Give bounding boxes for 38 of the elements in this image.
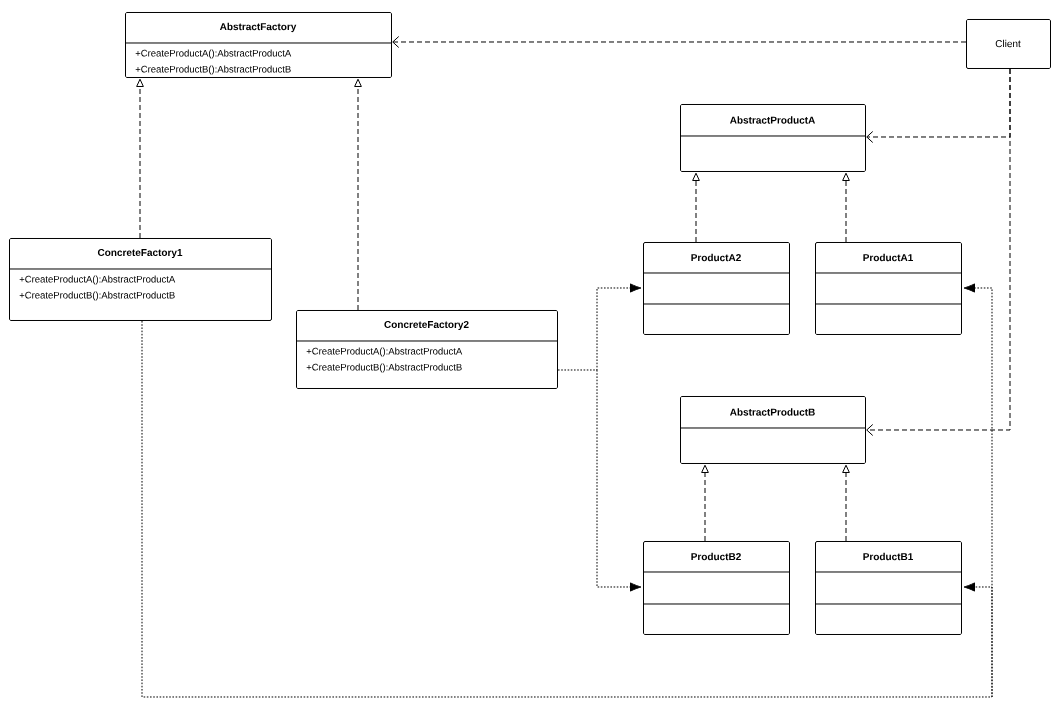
class-name: Client (995, 39, 1021, 48)
class-name: ConcreteFactory2 (384, 320, 469, 330)
class-name: ProductB2 (691, 552, 741, 561)
method-text: +CreateProductA():AbstractProductA (135, 49, 292, 59)
class-name: AbstractProductB (729, 408, 815, 416)
class-name: ConcreteFactory1 (97, 248, 183, 258)
class-box (679, 396, 866, 464)
arrow (392, 36, 967, 48)
class-name: ProductA2 (691, 253, 741, 262)
class-name: AbstractProductA (729, 116, 815, 124)
class-box (679, 104, 866, 172)
method-text: +CreateProductB():AbstractProductB (135, 65, 291, 75)
class-box (814, 242, 962, 335)
arrow (141, 283, 993, 698)
class-name: AbstractFactory (219, 22, 297, 33)
class-name: ProductA1 (863, 253, 913, 262)
arrow (842, 172, 850, 243)
arrow (866, 68, 1011, 436)
arrow (701, 464, 709, 542)
class-box (642, 242, 790, 335)
class-box (642, 541, 790, 635)
arrow (963, 582, 993, 698)
class-box (124, 12, 392, 78)
arrow (557, 283, 642, 371)
arrow (842, 464, 850, 542)
arrow (354, 78, 362, 311)
class-name: ProductB1 (863, 552, 913, 561)
class-box (814, 541, 962, 635)
class-box (295, 310, 558, 389)
class-box (8, 238, 272, 321)
arrow (136, 78, 144, 239)
class-box (966, 19, 1051, 69)
arrow (692, 172, 700, 243)
arrow (596, 369, 642, 592)
method-text: +CreateProductA():AbstractProductA (19, 275, 176, 285)
method-text: +CreateProductA():AbstractProductA (306, 347, 463, 357)
method-text: +CreateProductB():AbstractProductB (306, 363, 462, 373)
method-text: +CreateProductB():AbstractProductB (19, 291, 175, 301)
